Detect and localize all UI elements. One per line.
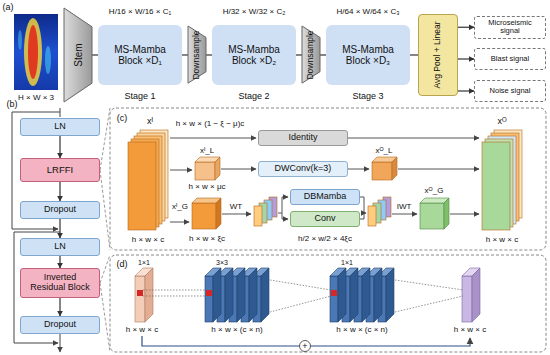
- dimension-label: H/64 × W/64 × C₃: [337, 8, 400, 16]
- tensor-label: xᴼ_L: [376, 147, 393, 155]
- module-box: Inverted Residual Block: [20, 268, 100, 298]
- tensor-cube: [128, 130, 522, 230]
- node-text: Avg Pool + Linear: [433, 21, 442, 88]
- conv-slab: [135, 268, 480, 352]
- node-text: MS-Mamba Block ×D₁: [102, 44, 178, 66]
- panel-frame: [100, 108, 546, 352]
- node-text: DWConv(k=3): [275, 164, 332, 174]
- connector: [458, 90, 474, 91]
- tensor-label: xᴼ: [497, 117, 506, 126]
- node-text: DBMamba: [304, 192, 347, 202]
- stage-block: MS-Mamba Block ×D₂: [212, 25, 296, 85]
- dimension-label: h × w × c: [454, 326, 486, 334]
- kernel-label: 3×3: [216, 259, 228, 266]
- operation-box: Conv: [290, 211, 360, 227]
- kernel-label: 1×1: [138, 259, 150, 266]
- tensor-label: xᴵ_L: [200, 147, 214, 155]
- stage-block: MS-Mamba Block ×D₃: [326, 25, 410, 85]
- dimension-label: h × w × (c × n): [211, 326, 262, 334]
- dimension-label: h × w × c: [486, 236, 518, 244]
- output-class: Noise signal: [474, 80, 546, 102]
- flow-wire: [170, 138, 479, 222]
- dimension-label: h × w × μc: [188, 183, 225, 191]
- operation-label: IWT: [397, 203, 412, 211]
- tensor-label: xᴵ_G: [172, 203, 188, 211]
- node-text: Microseismic signal: [479, 19, 541, 36]
- dropout-box: Dropout: [20, 316, 100, 334]
- node-text: LN: [54, 242, 66, 252]
- dimension-label: h × w × ξc: [189, 235, 225, 243]
- dimension-label: h × w × c: [132, 236, 164, 244]
- operation-box: DWConv(k=3): [258, 161, 348, 177]
- spectrogram: [14, 14, 58, 90]
- module-box: LRFFI: [20, 158, 100, 182]
- connector: [59, 298, 60, 316]
- head-block: Avg Pool + Linear: [418, 14, 458, 96]
- stem-block: Stem: [64, 8, 92, 102]
- node-text: Noise signal: [490, 87, 531, 95]
- dimension-label: h × w × (1 − ξ − μ)c: [176, 120, 245, 128]
- panel-label: (d): [117, 260, 128, 269]
- dropout-box: Dropout: [20, 201, 100, 219]
- panel-label: (c): [117, 114, 128, 123]
- stage-block: MS-Mamba Block ×D₁: [98, 25, 182, 85]
- dimension-label: H/32 × W/32 × C₂: [223, 8, 286, 16]
- connector: [59, 182, 60, 201]
- dimension-label: h/2 × w/2 × 4ξc: [298, 235, 352, 243]
- node-text: Stem: [73, 43, 84, 66]
- node-text: LN: [54, 122, 66, 132]
- node-text: Downsample: [306, 30, 315, 79]
- connector: [59, 256, 60, 268]
- node-text: Identity: [288, 133, 317, 143]
- connector: [59, 219, 60, 238]
- connector: [458, 58, 474, 59]
- tensor-label: xᴵ: [147, 117, 153, 126]
- output-class: Blast signal: [474, 48, 546, 70]
- operation-label: WT: [230, 203, 242, 211]
- downsample-block: Downsample: [188, 26, 206, 83]
- tensor-label: xᴼ_G: [425, 187, 444, 195]
- dimension-label: h × w × (c × n): [336, 326, 387, 334]
- stage-label: Stage 1: [124, 92, 155, 101]
- node-text: MS-Mamba Block ×D₃: [330, 44, 406, 66]
- connector: [296, 54, 302, 55]
- node-text: Dropout: [44, 205, 76, 215]
- node-text: Conv: [314, 214, 335, 224]
- stage-label: Stage 2: [238, 92, 269, 101]
- sum-symbol: +: [302, 342, 307, 351]
- node-text: Downsample: [192, 30, 201, 79]
- downsample-block: Downsample: [302, 26, 320, 83]
- output-class: Microseismic signal: [474, 16, 546, 39]
- node-text: LRFFI: [47, 165, 73, 175]
- operation-box: Identity: [258, 130, 348, 146]
- dimension-label: H/16 × W/16 × C₁: [109, 8, 171, 16]
- operation-box: DBMamba: [290, 189, 360, 205]
- connector: [458, 27, 474, 28]
- dimension-label: H × W × 3: [18, 94, 54, 102]
- node-text: Inverted Residual Block: [25, 273, 95, 293]
- norm-box: LN: [20, 118, 100, 136]
- dimension-label: h × w × c: [126, 326, 158, 334]
- panel-label: (a): [3, 3, 14, 12]
- norm-box: LN: [20, 238, 100, 256]
- stage-label: Stage 3: [352, 92, 383, 101]
- node-text: Dropout: [44, 320, 76, 330]
- connector: [59, 136, 60, 158]
- connector: [182, 54, 188, 55]
- panel-label: (b): [7, 100, 18, 109]
- kernel-label: 1×1: [341, 259, 353, 266]
- node-text: Blast signal: [491, 55, 529, 63]
- node-text: MS-Mamba Block ×D₂: [216, 44, 292, 66]
- connector: [410, 54, 418, 55]
